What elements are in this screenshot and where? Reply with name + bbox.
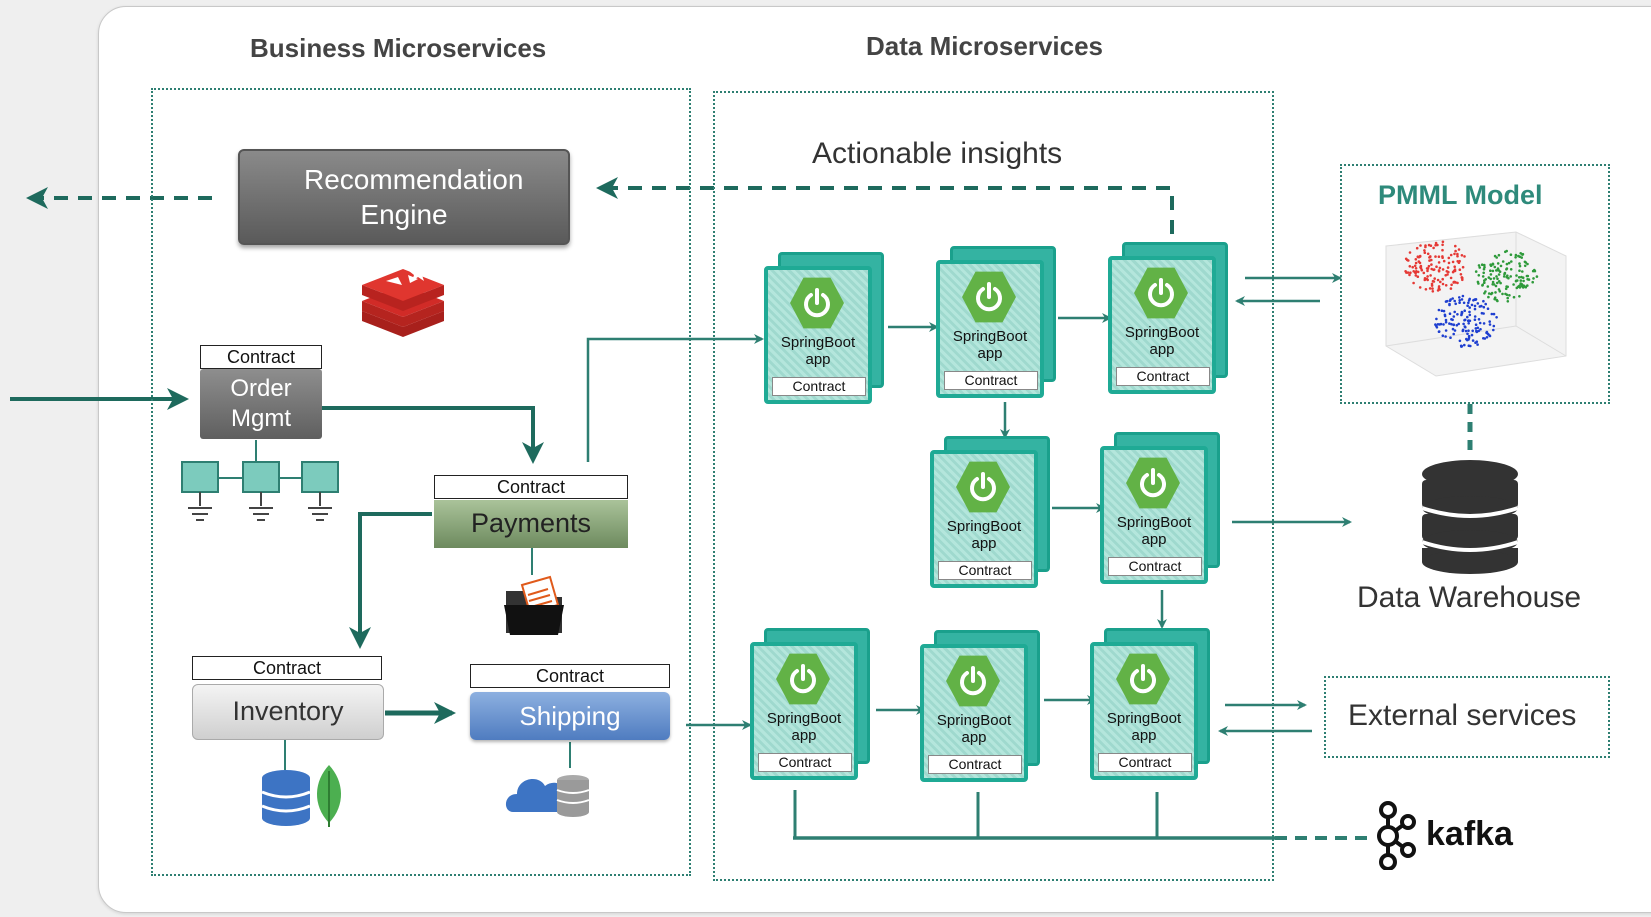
storage-folder-icon (504, 575, 564, 635)
recommendation-engine-box[interactable]: Recommendation Engine (238, 149, 570, 245)
shipping-box[interactable]: Shipping (470, 692, 670, 740)
springboot-label-line2: app (791, 727, 817, 744)
data-warehouse-label: Data Warehouse (1357, 581, 1582, 614)
data-warehouse-icon (1421, 460, 1519, 574)
spring-power-icon (1127, 663, 1159, 695)
recommendation-engine-label: Recommendation Engine (304, 164, 524, 230)
data-microservices-group (713, 91, 1274, 881)
springboot-label-line1: SpringBoot (952, 328, 1028, 345)
inventory-box[interactable]: Inventory (192, 684, 384, 740)
springboot-contract: Contract (1116, 367, 1210, 386)
springboot-label-line2: app (1149, 341, 1175, 358)
spring-power-icon (1137, 467, 1169, 499)
external-services-label: External services (1348, 699, 1577, 732)
spring-power-icon (957, 665, 989, 697)
spring-power-icon (967, 471, 999, 503)
pmml-model-group (1340, 164, 1610, 404)
order-mgmt-box[interactable]: Order Mgmt (200, 369, 322, 439)
mongodb-leaf-icon (316, 765, 342, 827)
springboot-label-line1: SpringBoot (946, 518, 1022, 535)
inventory-label: Inventory (232, 696, 344, 727)
springboot-label-line2: app (1141, 531, 1167, 548)
external-services-box (1324, 676, 1610, 758)
shipping-label: Shipping (519, 700, 621, 731)
order-to-payments-arrow (320, 406, 544, 464)
springboot-label-line1: SpringBoot (1116, 514, 1192, 531)
springboot-label-line2: app (977, 345, 1003, 362)
springboot-contract: Contract (772, 377, 866, 396)
springboot-label-line1: SpringBoot (780, 334, 856, 351)
network-icon (181, 461, 339, 521)
payments-contract: Contract (434, 475, 628, 499)
kafka-label: kafka (1426, 815, 1513, 853)
springboot-contract: Contract (944, 371, 1038, 390)
shipping-contract: Contract (470, 664, 670, 688)
springboot-label-line2: app (805, 351, 831, 368)
redis-icon (362, 265, 444, 337)
springboot-label-line1: SpringBoot (936, 712, 1012, 729)
business-microservices-group (151, 88, 691, 876)
spring-power-icon (973, 281, 1005, 313)
cloud-database-icon (505, 775, 590, 817)
scatter-3d-icon (1385, 231, 1567, 377)
payments-to-data-arrow (586, 334, 764, 462)
actionable-insights-label: Actionable insights (812, 137, 1063, 170)
spring-power-icon (1145, 277, 1177, 309)
springboot-label-line1: SpringBoot (1106, 710, 1182, 727)
springboot-contract: Contract (1098, 753, 1192, 772)
springboot-contract: Contract (928, 755, 1022, 774)
kafka-icon (1377, 801, 1416, 870)
springboot-label-line1: SpringBoot (1124, 324, 1200, 341)
springboot-contract: Contract (758, 753, 852, 772)
payments-box[interactable]: Payments (434, 500, 628, 548)
spring-power-icon (801, 287, 833, 319)
spring-power-icon (787, 663, 819, 695)
inventory-contract: Contract (192, 656, 382, 680)
springboot-contract: Contract (1108, 557, 1202, 576)
payments-to-inventory-arrow (349, 512, 432, 649)
springboot-label-line2: app (961, 729, 987, 746)
springboot-contract: Contract (938, 561, 1032, 580)
springboot-label-line1: SpringBoot (766, 710, 842, 727)
database-icon (261, 770, 311, 826)
springboot-label-line2: app (1131, 727, 1157, 744)
pmml-model-title: PMML Model (1378, 180, 1543, 210)
order-mgmt-contract: Contract (200, 345, 322, 369)
data-section-title: Data Microservices (866, 31, 1104, 61)
business-section-title: Business Microservices (250, 33, 547, 63)
payments-label: Payments (470, 508, 592, 539)
order-mgmt-label: Order Mgmt (230, 375, 292, 432)
springboot-label-line2: app (971, 535, 997, 552)
